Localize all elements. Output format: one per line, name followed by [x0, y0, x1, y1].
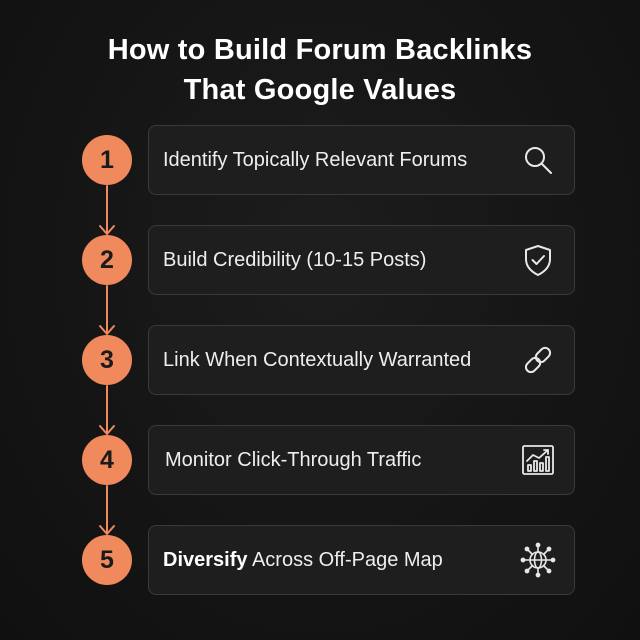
- step-number-1: 1: [82, 135, 132, 185]
- title-line-2: That Google Values: [183, 74, 457, 106]
- page-title: How to Build Forum Backlinks That Google…: [0, 30, 640, 110]
- step-label-5-bold: Diversify: [163, 549, 248, 571]
- network-globe-icon: [520, 542, 556, 578]
- step-card-2: Build Credibility (10-15 Posts): [148, 225, 575, 295]
- step-card-1: Identify Topically Relevant Forums: [148, 125, 575, 195]
- step-number-2: 2: [82, 235, 132, 285]
- chart-icon: [520, 442, 556, 478]
- link-icon: [520, 342, 556, 378]
- step-card-5: Diversify Across Off-Page Map: [148, 525, 575, 595]
- step-number-3: 3: [82, 335, 132, 385]
- step-number-5: 5: [82, 535, 132, 585]
- search-icon: [520, 142, 556, 178]
- step-card-4: Monitor Click-Through Traffic: [148, 425, 575, 495]
- step-label-4: Monitor Click-Through Traffic: [165, 449, 422, 471]
- shield-check-icon: [520, 242, 556, 278]
- step-label-1: Identify Topically Relevant Forums: [163, 149, 468, 171]
- step-number-4: 4: [82, 435, 132, 485]
- title-line-1: How to Build Forum Backlinks: [107, 34, 533, 66]
- step-label-3: Link When Contextually Warranted: [163, 349, 472, 371]
- step-label-2: Build Credibility (10-15 Posts): [163, 249, 427, 271]
- step-card-3: Link When Contextually Warranted: [148, 325, 575, 395]
- step-label-5-rest: Across Off-Page Map: [247, 549, 443, 571]
- step-label-5: Diversify Across Off-Page Map: [163, 526, 443, 594]
